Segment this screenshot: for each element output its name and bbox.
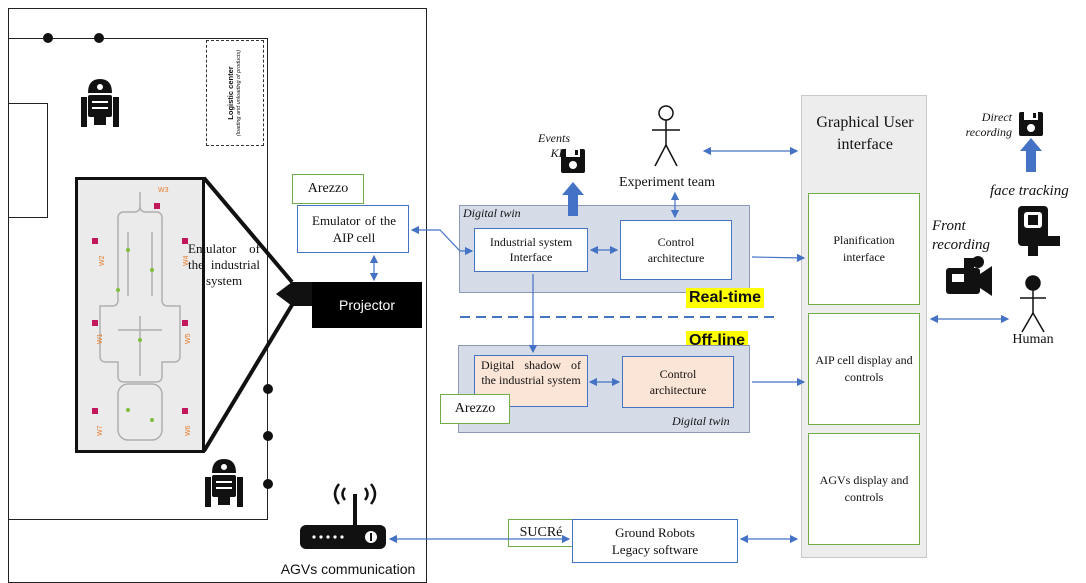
workstation-label-w2: W2 xyxy=(99,255,106,266)
aip-cell-panel: AIP cell display and controls xyxy=(808,313,920,425)
agvs-label: AGVs display and controls xyxy=(819,473,909,504)
human-label: Human xyxy=(1012,332,1054,347)
ground-robots-label: Ground Robots Legacy software xyxy=(611,525,699,557)
ground-robots-box: Ground Robots Legacy software xyxy=(572,519,738,563)
gui-title: Graphical User interface xyxy=(816,114,914,153)
workstation-label-w1: W1 xyxy=(97,333,104,344)
arezzo-bottom-box: Arezzo xyxy=(440,394,510,424)
digital-shadow-label: Digital shadow of the industrial system xyxy=(481,358,581,387)
arezzo-top-label: Arezzo xyxy=(307,181,349,196)
industrial-interface-label: Industrial system Interface xyxy=(489,235,573,264)
emulator-aip-box: Emulator of the AIP cell xyxy=(297,205,409,253)
direct-recording-label: Direct recording xyxy=(940,110,1012,140)
floor-inner-wall xyxy=(8,38,268,520)
industrial-interface-box: Industrial system Interface xyxy=(474,228,588,272)
planification-label: Planification interface xyxy=(833,233,895,264)
front-label: Front xyxy=(932,218,966,234)
planification-panel: Planification interface xyxy=(808,193,920,305)
agv-communication-label: AGVs communication xyxy=(280,561,416,577)
workstation-label-w5: W5 xyxy=(185,333,192,344)
real-time-label: Real-time xyxy=(686,288,765,308)
direct-label: Direct xyxy=(981,110,1012,124)
control-arch-top-box: Control architecture xyxy=(620,220,732,280)
digital-shadow-box: Digital shadow of the industrial system xyxy=(474,355,588,407)
front-recording-word: recording xyxy=(932,237,991,253)
projector-box: Projector xyxy=(312,282,422,328)
projector-label: Projector xyxy=(338,297,396,313)
storage-rack xyxy=(8,103,48,218)
control-arch-bottom-label: Control architecture xyxy=(649,367,707,397)
workstation-label-w3: W3 xyxy=(158,187,169,194)
experiment-team-label: Experiment team xyxy=(618,175,716,190)
digital-twin-bottom-label: Digital twin xyxy=(672,414,730,428)
workstation-map xyxy=(75,177,205,453)
logistic-center xyxy=(206,40,264,146)
aip-cell-label: AIP cell display and controls xyxy=(815,353,913,384)
control-arch-top-label: Control architecture xyxy=(647,235,705,265)
digital-twin-top-label: Digital twin xyxy=(463,206,521,220)
emulator-aip-label: Emulator of the AIP cell xyxy=(312,213,396,245)
events-label: Events xyxy=(538,131,570,145)
control-arch-bottom-box: Control architecture xyxy=(622,356,734,408)
workstation-label-w7: W7 xyxy=(97,425,104,436)
face-tracking-label: face tracking xyxy=(990,183,1069,199)
workstation-label-w4: W4 xyxy=(183,255,190,266)
agvs-panel: AGVs display and controls xyxy=(808,433,920,545)
arezzo-bottom-label: Arezzo xyxy=(454,401,496,416)
front-recording-label: Front recording xyxy=(932,217,992,255)
emulator-industrial-label: Emulator of the industrial system xyxy=(188,241,260,288)
arezzo-top-box: Arezzo xyxy=(292,174,364,204)
workstation-label-w6: W6 xyxy=(185,425,192,436)
recording-label: recording xyxy=(965,125,1012,139)
